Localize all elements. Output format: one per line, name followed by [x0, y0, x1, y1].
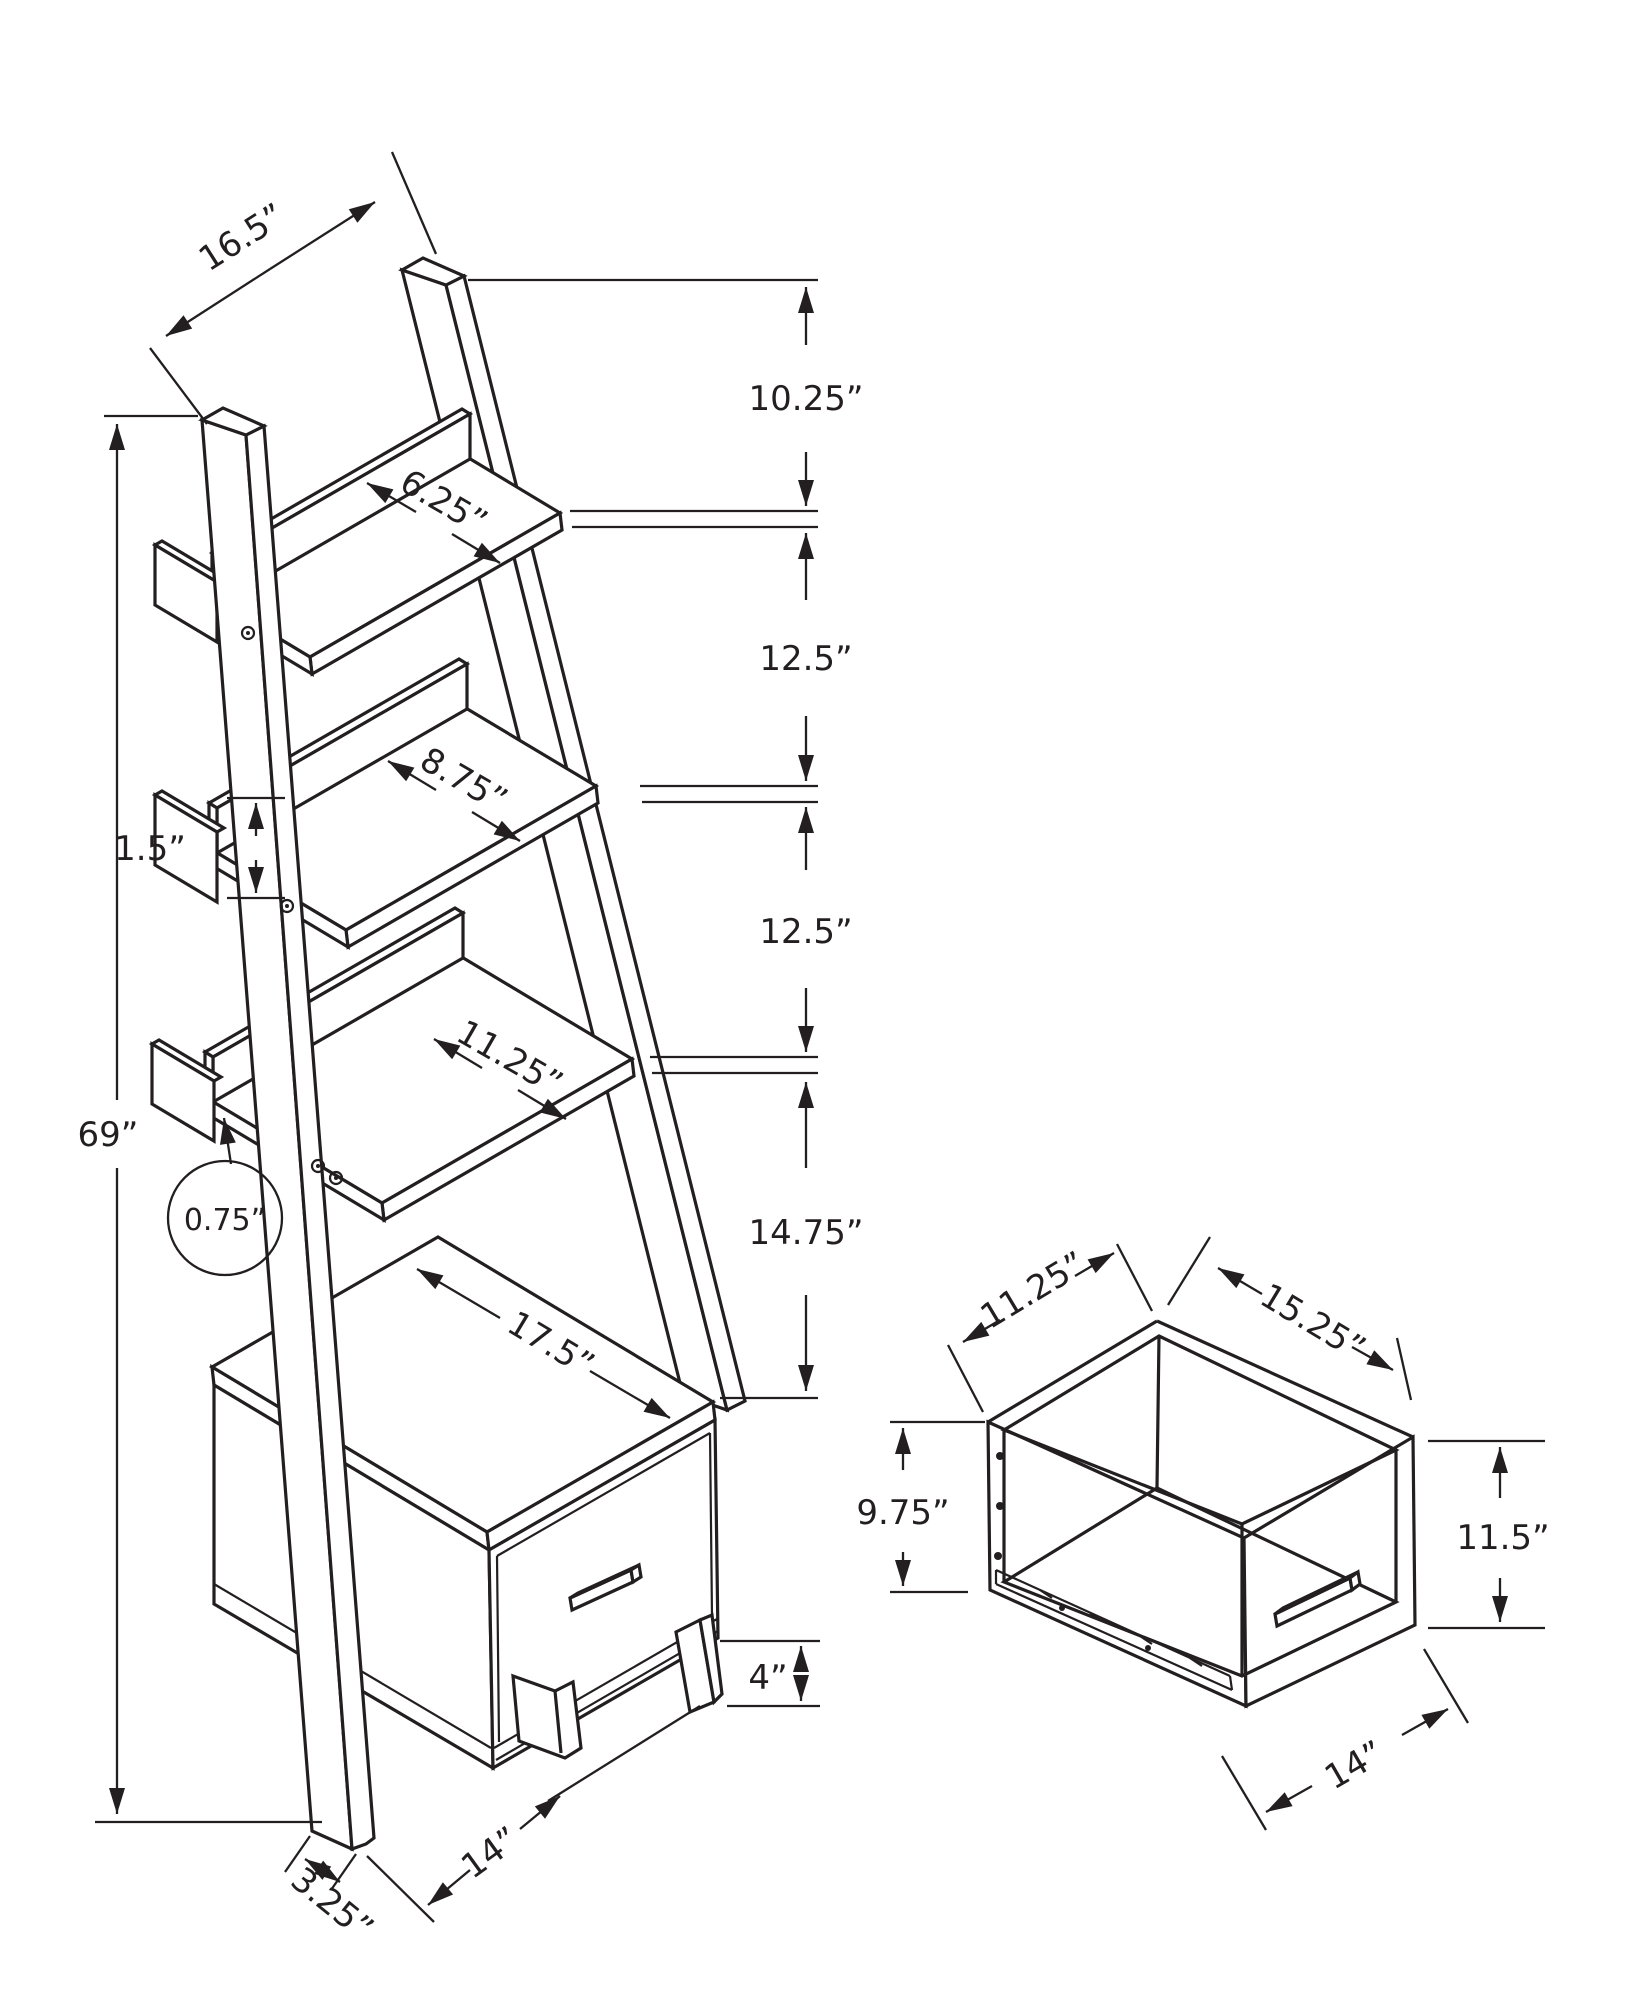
- dim-label-detail-top-width: 15.25”: [1253, 1276, 1372, 1369]
- dim-label-total-height: 69”: [78, 1115, 139, 1155]
- dim-label-top-width: 16.5”: [192, 196, 292, 280]
- dim-leg-height: 4”: [720, 1639, 820, 1708]
- dim-label-base-width: 14”: [454, 1819, 527, 1887]
- drawer-box-drawing: 11.25” 15.25” 9.75”: [856, 1236, 1550, 1831]
- dim-label-gap-mid-2: 12.5”: [759, 912, 852, 952]
- drawer-screw-holes: [994, 1452, 1004, 1560]
- drawer-box-body: [986, 1319, 1417, 1709]
- dim-label-cleat-height: 1.5”: [114, 829, 186, 869]
- cabinet-front-leg: [674, 1612, 724, 1715]
- dim-label-foot-depth: 3.25”: [283, 1860, 381, 1950]
- dim-gap-top: 10.25”: [468, 278, 864, 529]
- dim-label-detail-inner-height: 9.75”: [856, 1493, 949, 1533]
- dim-cleat-height: 1.5”: [114, 796, 285, 900]
- dim-label-detail-top-depth: 11.25”: [974, 1244, 1093, 1337]
- dim-foot-depth: 3.25”: [283, 1835, 381, 1950]
- dim-detail-outer-height: 11.5”: [1428, 1439, 1550, 1630]
- dim-gap-mid-2: 12.5”: [650, 807, 853, 1075]
- dim-panel-thickness: 0.75”: [166, 1117, 284, 1277]
- dim-label-panel-thickness: 0.75”: [184, 1203, 266, 1238]
- drawer-handle: [1273, 1569, 1362, 1629]
- dim-label-gap-bottom: 14.75”: [749, 1213, 864, 1253]
- dim-gap-bottom: 14.75”: [720, 1082, 864, 1400]
- shelf-cleats: [148, 539, 228, 1144]
- ladder-front-rail: [198, 406, 376, 1852]
- dim-label-gap-mid-1: 12.5”: [759, 639, 852, 679]
- dim-label-leg-height: 4”: [748, 1658, 787, 1698]
- ladder-bookcase-drawing: 16.5” 10.25” 6.25”: [78, 151, 864, 1950]
- dim-total-height: 69”: [78, 414, 322, 1824]
- dim-label-gap-top: 10.25”: [749, 379, 864, 419]
- rail-screw-holes: [240, 625, 344, 1186]
- dim-detail-inner-height: 9.75”: [856, 1420, 985, 1594]
- dim-gap-mid-1: 12.5”: [640, 533, 853, 804]
- drawer-slide-rail: [994, 1568, 1234, 1692]
- cabinet-handle: [568, 1562, 643, 1613]
- dim-top-width: 16.5”: [149, 151, 438, 425]
- drawer-front-gap-lines: [495, 1432, 714, 1743]
- dim-label-detail-outer-height: 11.5”: [1456, 1518, 1549, 1558]
- ladder-rear-rail-foot: [511, 1673, 583, 1760]
- dim-label-detail-bottom-width: 14”: [1318, 1733, 1391, 1798]
- dim-detail-top-width: 15.25”: [1167, 1236, 1413, 1401]
